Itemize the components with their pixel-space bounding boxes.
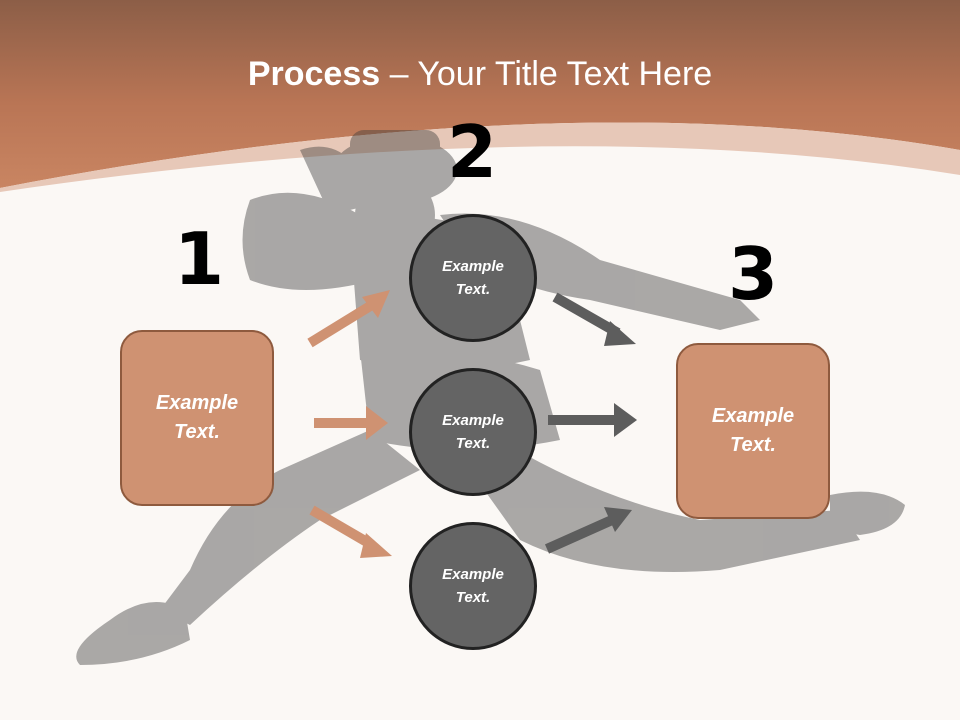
- right-box-line1: Example: [711, 405, 795, 427]
- circle-3-line1: Example: [442, 566, 504, 583]
- arrow-from-circle-3-head: [604, 507, 632, 532]
- arrow-to-circle-1: [307, 295, 383, 348]
- arrow-to-circle-3-head: [360, 533, 392, 558]
- circle-1-text: Example Text.: [433, 255, 513, 301]
- arrow-from-circle-3-shaft: [544, 515, 615, 554]
- left-box-text: Example Text.: [142, 389, 252, 447]
- step-number-2: 2: [446, 110, 498, 194]
- circle-2: Example Text.: [409, 368, 537, 496]
- left-box: Example Text.: [120, 330, 274, 506]
- arrow-from-circle-1-head: [604, 321, 636, 346]
- circle-2-line1: Example: [442, 412, 504, 429]
- title-rest: – Your Title Text Here: [380, 55, 713, 93]
- header-swoosh: [0, 122, 960, 192]
- circle-3-line2: Text.: [455, 589, 491, 606]
- left-box-line1: Example: [155, 392, 239, 414]
- step-number-3: 3: [727, 232, 779, 316]
- circle-1-line2: Text.: [455, 281, 491, 298]
- right-box: Example Text.: [676, 343, 830, 519]
- circle-3-text: Example Text.: [433, 563, 513, 609]
- step-number-1: 1: [173, 217, 225, 301]
- arrow-from-circle-1-shaft: [552, 292, 621, 338]
- circle-2-text: Example Text.: [433, 409, 513, 455]
- circle-3: Example Text.: [409, 522, 537, 650]
- header-band: [0, 0, 960, 188]
- circle-1: Example Text.: [409, 214, 537, 342]
- arrow-to-circle-3-shaft: [309, 505, 375, 550]
- right-box-text: Example Text.: [698, 402, 808, 460]
- arrow-from-circle-2-head: [614, 403, 637, 437]
- slide-title: Process – Your Title Text Here: [0, 52, 960, 96]
- title-strong: Process: [247, 55, 381, 93]
- arrow-to-circle-1-head: [362, 290, 390, 318]
- circle-1-line1: Example: [442, 258, 504, 275]
- left-box-line2: Text.: [174, 421, 220, 443]
- right-box-line2: Text.: [730, 434, 776, 456]
- arrow-to-circle-2-head: [366, 406, 388, 440]
- circle-2-line2: Text.: [455, 435, 491, 452]
